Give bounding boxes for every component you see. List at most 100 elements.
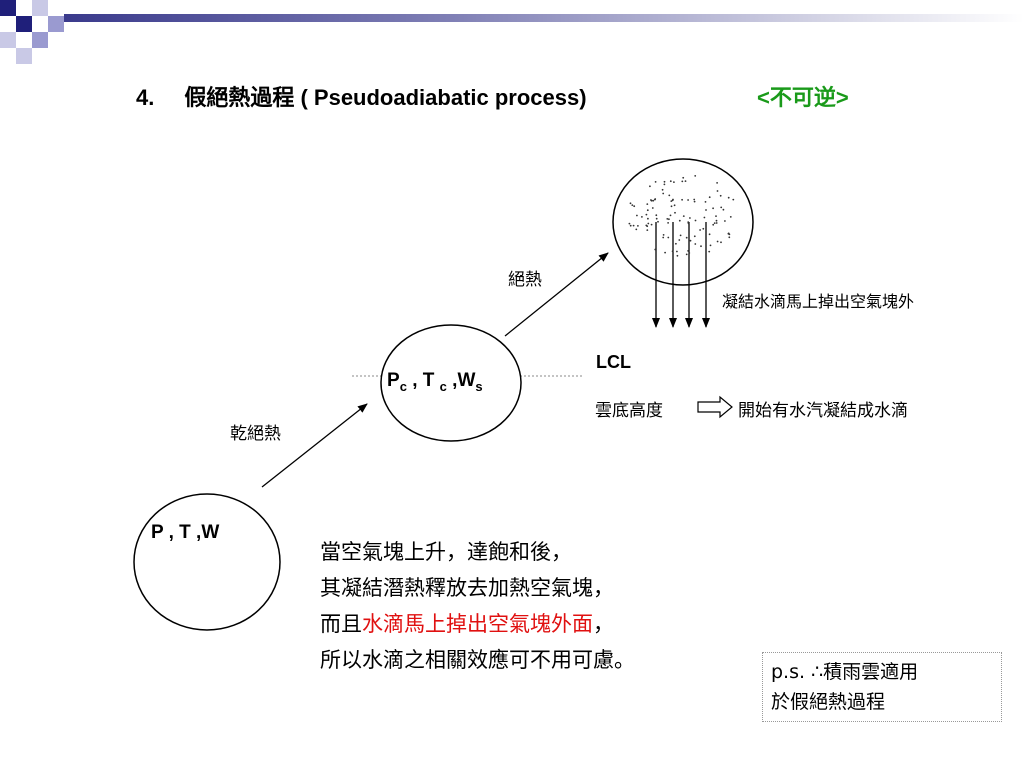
droplet-dot: [681, 180, 684, 183]
droplet-dot: [727, 196, 730, 199]
droplet-dot: [662, 236, 665, 239]
droplet-dot: [685, 253, 688, 256]
droplet-dot: [651, 207, 654, 209]
droplet-dot: [685, 236, 688, 239]
corner-square-light-1: [32, 0, 48, 16]
title-number: 4.: [136, 85, 155, 110]
droplet-dot: [689, 217, 691, 219]
droplet-dot: [729, 216, 732, 218]
droplet-dot: [631, 204, 634, 207]
droplet-dot: [693, 200, 696, 203]
droplet-dot: [667, 222, 669, 224]
droplet-dot: [693, 235, 696, 238]
droplet-dot: [675, 242, 677, 245]
explanation-line-2: 其凝結潛熱釋放去加熱空氣塊，: [320, 576, 614, 600]
highlight-drops-fall-out: 水滴馬上掉出空氣塊外面: [362, 612, 593, 636]
droplet-dot: [673, 204, 676, 207]
droplet-dot: [663, 183, 666, 186]
droplet-dot: [709, 244, 712, 247]
droplet-dot: [654, 198, 656, 201]
droplet-dot: [655, 217, 658, 220]
cloud-droplets: [628, 175, 735, 257]
droplet-dot: [687, 199, 689, 201]
condensation-label: 開始有水汽凝結成水滴: [738, 401, 908, 421]
droplet-dot: [689, 239, 692, 242]
droplet-dot: [702, 227, 705, 230]
droplet-dot: [645, 213, 648, 216]
droplet-dot: [716, 240, 719, 243]
droplet-dot: [669, 214, 672, 217]
droplet-dot: [646, 203, 649, 206]
droplet-dot: [704, 201, 707, 203]
droplet-dot: [663, 180, 666, 183]
droplet-dot: [722, 208, 725, 211]
droplet-dot: [719, 194, 722, 197]
ps-note-line-2: 於假絕熱過程: [771, 691, 886, 713]
droplet-dot: [699, 229, 701, 231]
droplet-dot: [647, 217, 649, 220]
droplet-dot: [694, 243, 697, 245]
ps-note-line-1: p.s. ∴積雨雲適用: [771, 661, 919, 683]
explanation-line-4: 所以水滴之相關效應可不用可慮。: [320, 648, 635, 672]
droplet-dot: [635, 228, 638, 231]
droplet-dot: [703, 216, 706, 219]
explanation-line-1: 當空氣塊上升，達飽和後，: [320, 540, 572, 564]
corner-square-light-2: [48, 16, 64, 32]
droplet-dot: [708, 196, 711, 199]
header-gradient-bar: [64, 14, 1024, 22]
droplet-dot: [662, 192, 665, 195]
dry-adiabatic-label: 乾絕熱: [230, 424, 281, 444]
droplet-dot: [681, 198, 683, 201]
droplet-dot: [678, 239, 681, 241]
droplet-dot: [705, 209, 707, 211]
droplet-dot: [629, 224, 632, 227]
droplet-dot: [649, 185, 651, 188]
droplet-dot: [676, 250, 678, 253]
droplet-dot: [654, 248, 657, 251]
droplet-dot: [724, 220, 726, 222]
droplet-dot: [669, 180, 672, 183]
droplet-dot: [646, 225, 649, 228]
droplet-dot: [666, 218, 669, 220]
droplet-dot: [727, 232, 730, 235]
droplet-dot: [712, 207, 714, 210]
droplet-dot: [629, 202, 632, 205]
droplet-dot: [687, 250, 689, 252]
lcl-parcel-circle: [380, 324, 522, 442]
droplet-dot: [679, 234, 682, 237]
droplet-dot: [708, 250, 711, 253]
droplet-dot: [657, 220, 659, 223]
droplet-dot: [661, 188, 664, 191]
droplet-dot: [715, 215, 717, 218]
droplet-dot: [682, 215, 685, 218]
droplet-dot: [654, 181, 657, 183]
droplet-dot: [715, 222, 718, 224]
initial-parcel-circle: [133, 493, 281, 631]
droplet-dot: [650, 223, 653, 226]
droplet-dot: [633, 205, 636, 208]
droplet-dot: [712, 223, 715, 226]
droplet-dot: [637, 225, 639, 227]
droplet-dot: [694, 219, 697, 222]
corner-square-light-4: [32, 32, 48, 48]
droplet-dot: [664, 251, 666, 254]
droplet-dot: [668, 194, 671, 197]
title-irreversible-note: <不可逆>: [757, 85, 849, 110]
lcl-state-label: Pc , T c ,Ws: [387, 370, 483, 394]
droplet-dot: [684, 180, 687, 183]
droplet-dot: [682, 176, 685, 179]
droplet-dot: [720, 206, 723, 209]
lcl-label: LCL: [596, 352, 631, 372]
droplet-dot: [632, 224, 635, 227]
droplet-dot: [636, 214, 638, 217]
droplet-dot: [672, 198, 674, 201]
droplet-dot: [678, 219, 681, 222]
slide-title: 4.假絕熱過程 ( Pseudoadiabatic process): [136, 80, 587, 112]
droplet-dot: [708, 233, 711, 236]
adiabatic-label: 絕熱: [508, 270, 542, 290]
droplet-dot: [716, 190, 719, 192]
droplet-dot: [728, 236, 731, 239]
droplet-dot: [646, 229, 649, 232]
implication-arrow-icon: [697, 395, 733, 419]
